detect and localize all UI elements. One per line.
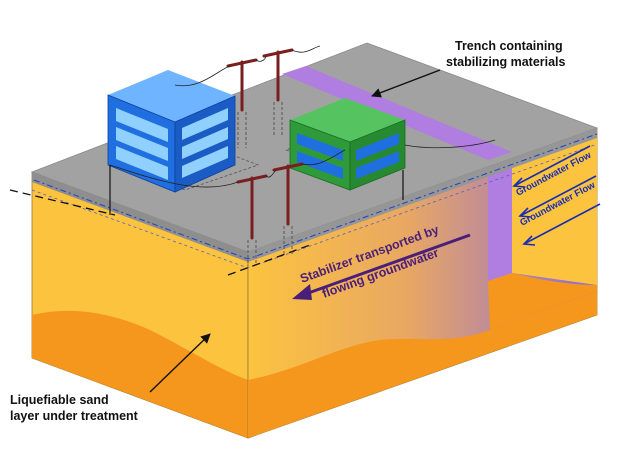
dashed-section-lines bbox=[9, 189, 311, 276]
front-face bbox=[247, 127, 598, 439]
deep-layer-front bbox=[248, 292, 597, 438]
deep-layer-left bbox=[32, 310, 248, 438]
building-piles bbox=[109, 165, 404, 215]
utility-poles bbox=[226, 48, 304, 240]
sand-pointer bbox=[149, 333, 211, 393]
groundwater-arrows bbox=[512, 145, 601, 246]
power-lines bbox=[109, 45, 496, 188]
water-table bbox=[31, 133, 598, 269]
pole-piles bbox=[237, 102, 293, 266]
trench-front bbox=[488, 152, 512, 281]
trench-label-line1: Trench containing bbox=[455, 39, 563, 53]
green-building bbox=[289, 98, 406, 191]
sand-label-line1: Liquefiable sand bbox=[10, 393, 109, 407]
trench-pointer bbox=[371, 69, 441, 98]
trench-label-line2: stabilizing materials bbox=[446, 55, 566, 69]
blue-building bbox=[107, 70, 236, 193]
trench-top bbox=[282, 66, 512, 160]
stabilizer-arrow bbox=[292, 233, 471, 300]
sand-label-line2: layer under treatment bbox=[10, 409, 139, 423]
